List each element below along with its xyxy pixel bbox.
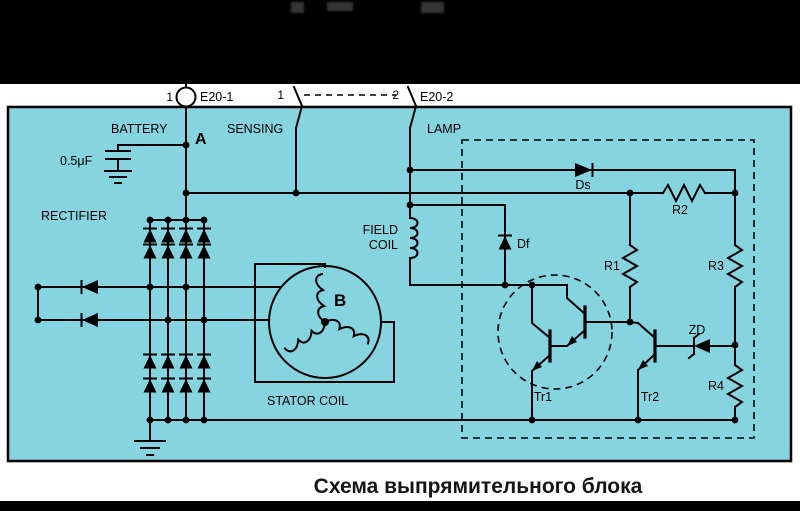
r3-label: R3 [708, 259, 724, 273]
df-label: Df [517, 237, 530, 251]
phase-lines [37, 286, 282, 321]
main-ground-symbol [134, 419, 166, 456]
e20-1-terminal-circle [175, 86, 197, 108]
zd-label: ZD [689, 323, 706, 337]
battery-label: BATTERY [111, 122, 168, 136]
tr1-label: Tr1 [534, 390, 552, 404]
field-coil-label-line1: FIELD [363, 223, 398, 237]
stator-coil-label: STATOR COIL [267, 394, 348, 408]
capacitor-value-label: 0.5μF [60, 154, 93, 168]
lamp-wire [406, 85, 418, 219]
junction-dots [34, 141, 739, 424]
top-bar-artifact [421, 2, 444, 13]
ds-label: Ds [575, 178, 590, 192]
bottom-letterbox-bar [0, 501, 800, 511]
stator-coil-symbol [268, 265, 382, 379]
resistor-r1 [620, 192, 640, 323]
top-bar-artifact [327, 2, 353, 11]
field-coil-symbol [408, 216, 419, 260]
zener-zd [654, 332, 736, 360]
labels: 1 2 1 E20-1 E20-2 BATTERY A SENSING LAMP… [41, 88, 724, 408]
resistor-r2 [629, 182, 736, 204]
e20-2-pin2-label: 2 [392, 88, 399, 102]
lamp-label: LAMP [427, 122, 461, 136]
top-bar-artifact [291, 2, 304, 13]
e20-1-label: E20-1 [200, 90, 233, 104]
resistor-r3 [725, 169, 745, 366]
diagram-caption: Схема выпрямительного блока [314, 475, 643, 498]
node-a-label: A [195, 131, 207, 148]
rectifier-label: RECTIFIER [41, 209, 107, 223]
field-coil-label-line2: COIL [369, 238, 398, 252]
tr1-dashed-circle [497, 274, 613, 390]
node-b-label: B [334, 291, 346, 310]
e20-1-pin-label: 1 [166, 90, 173, 104]
e20-2-label: E20-2 [420, 90, 453, 104]
r4-label: R4 [708, 379, 724, 393]
stator-wrap-wire [254, 263, 395, 383]
sensing-label: SENSING [227, 122, 283, 136]
r2-label: R2 [672, 203, 688, 217]
e20-2-pin1-label: 1 [277, 88, 284, 102]
top-letterbox-bar [0, 0, 800, 84]
regulator-dashed-box [461, 139, 755, 439]
capacitor-ground-symbol [104, 170, 132, 184]
sensing-wire [292, 85, 304, 194]
tr2-label: Tr2 [641, 390, 659, 404]
r1-label: R1 [604, 259, 620, 273]
circuit-board-background [6, 105, 793, 463]
transistor-tr1 [497, 274, 631, 421]
